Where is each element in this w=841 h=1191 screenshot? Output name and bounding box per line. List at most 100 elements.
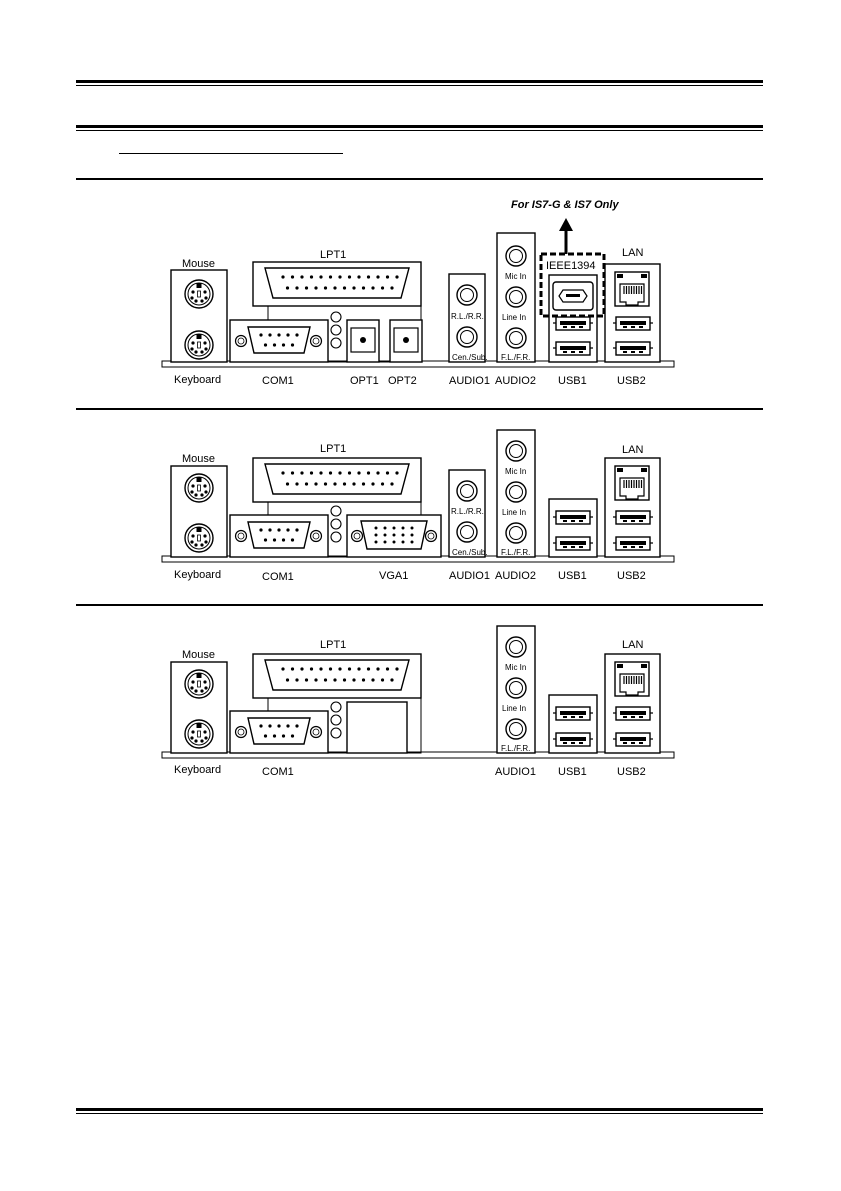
audio1-label: AUDIO1 bbox=[449, 375, 490, 387]
panel-divider-2 bbox=[76, 408, 763, 410]
audio2-label: AUDIO2 bbox=[495, 570, 536, 582]
footer-rule-thick bbox=[76, 1108, 763, 1111]
panel-3 bbox=[161, 625, 675, 759]
lpt-label: LPT1 bbox=[320, 443, 346, 455]
usb2-label: USB2 bbox=[617, 766, 646, 778]
header-rule-top-thick bbox=[76, 80, 763, 83]
mouse-label: Mouse bbox=[182, 258, 215, 270]
opt2-label: OPT2 bbox=[388, 375, 417, 387]
com-port-icon bbox=[247, 717, 311, 745]
audio-jack-icon bbox=[505, 636, 527, 658]
jack-label: R.L./R.R. bbox=[451, 312, 484, 321]
mouse-port-icon bbox=[184, 473, 214, 503]
panel-divider-3 bbox=[76, 604, 763, 606]
usb-port-icon bbox=[612, 341, 654, 356]
lan-label: LAN bbox=[622, 639, 643, 651]
lan-port-icon bbox=[614, 661, 650, 697]
lan-label: LAN bbox=[622, 444, 643, 456]
vga-port-icon bbox=[360, 520, 428, 550]
header-rule-mid-thick bbox=[76, 125, 763, 128]
opt1-label: OPT1 bbox=[350, 375, 379, 387]
jack-label: Mic In bbox=[505, 467, 526, 476]
usb1-label: USB1 bbox=[558, 375, 587, 387]
lpt-label: LPT1 bbox=[320, 639, 346, 651]
panel-1 bbox=[161, 218, 675, 368]
lpt-label: LPT1 bbox=[320, 249, 346, 261]
usb-port-icon bbox=[612, 732, 654, 747]
com-port-icon bbox=[247, 326, 311, 354]
ieee1394-note: For IS7-G & IS7 Only bbox=[511, 199, 619, 211]
mouse-port-icon bbox=[184, 669, 214, 699]
jack-label: Line In bbox=[502, 508, 526, 517]
jack-label: Mic In bbox=[505, 272, 526, 281]
lan-port-icon bbox=[614, 271, 650, 307]
vga-label: VGA1 bbox=[379, 570, 408, 582]
com-label: COM1 bbox=[262, 571, 294, 583]
footer-rule-thin bbox=[76, 1113, 763, 1114]
section-underline bbox=[119, 153, 343, 154]
jack-label: Line In bbox=[502, 313, 526, 322]
mouse-port-icon bbox=[184, 279, 214, 309]
audio-jack-icon bbox=[456, 480, 478, 502]
panel-2 bbox=[161, 429, 675, 563]
keyboard-port-icon bbox=[184, 523, 214, 553]
usb1-label: USB1 bbox=[558, 570, 587, 582]
ieee1394-label: IEEE1394 bbox=[546, 260, 596, 272]
com-label: COM1 bbox=[262, 375, 294, 387]
usb-port-icon bbox=[552, 536, 594, 551]
lan-port-icon bbox=[614, 465, 650, 501]
jack-label: F.L./F.R. bbox=[501, 353, 530, 362]
jack-label: Mic In bbox=[505, 663, 526, 672]
audio-jack-icon bbox=[505, 286, 527, 308]
com-port-icon bbox=[247, 521, 311, 549]
audio-jack-icon bbox=[456, 284, 478, 306]
keyboard-label: Keyboard bbox=[174, 569, 221, 581]
mouse-label: Mouse bbox=[182, 649, 215, 661]
audio-jack-icon bbox=[505, 718, 527, 740]
audio1-label: AUDIO1 bbox=[449, 570, 490, 582]
jack-label: Line In bbox=[502, 704, 526, 713]
keyboard-label: Keyboard bbox=[174, 764, 221, 776]
audio-jack-icon bbox=[505, 245, 527, 267]
panel-divider-1 bbox=[76, 178, 763, 180]
usb-port-icon bbox=[552, 732, 594, 747]
jack-label: Cen./Sub. bbox=[452, 353, 488, 362]
jack-label: R.L./R.R. bbox=[451, 507, 484, 516]
lpt-port-icon bbox=[264, 659, 410, 691]
arrow-up-icon bbox=[559, 218, 573, 231]
header-rule-mid-thin bbox=[76, 130, 763, 131]
audio-jack-icon bbox=[456, 521, 478, 543]
audio-jack-icon bbox=[505, 327, 527, 349]
lpt-port-icon bbox=[264, 463, 410, 495]
jack-label: Cen./Sub. bbox=[452, 548, 488, 557]
usb-port-icon bbox=[552, 341, 594, 356]
ieee1394-highlight-box bbox=[539, 252, 606, 318]
jack-label: F.L./F.R. bbox=[501, 548, 530, 557]
usb2-label: USB2 bbox=[617, 375, 646, 387]
header-rule-top-thin bbox=[76, 85, 763, 86]
audio-jack-icon bbox=[456, 326, 478, 348]
usb-port-icon bbox=[552, 510, 594, 525]
audio2-label: AUDIO2 bbox=[495, 375, 536, 387]
keyboard-port-icon bbox=[184, 330, 214, 360]
mouse-label: Mouse bbox=[182, 453, 215, 465]
keyboard-port-icon bbox=[184, 719, 214, 749]
audio-jack-icon bbox=[505, 481, 527, 503]
usb-port-icon bbox=[612, 706, 654, 721]
keyboard-label: Keyboard bbox=[174, 374, 221, 386]
lan-label: LAN bbox=[622, 247, 643, 259]
opt1-port-icon bbox=[360, 337, 366, 343]
audio-jack-icon bbox=[505, 440, 527, 462]
com-label: COM1 bbox=[262, 766, 294, 778]
audio1-label: AUDIO1 bbox=[495, 766, 536, 778]
opt2-port-icon bbox=[403, 337, 409, 343]
audio-jack-icon bbox=[505, 522, 527, 544]
lpt-port-icon bbox=[264, 267, 410, 299]
usb-port-icon bbox=[552, 706, 594, 721]
usb-port-icon bbox=[612, 316, 654, 331]
usb2-label: USB2 bbox=[617, 570, 646, 582]
usb1-label: USB1 bbox=[558, 766, 587, 778]
jack-label: F.L./F.R. bbox=[501, 744, 530, 753]
usb-port-icon bbox=[612, 510, 654, 525]
